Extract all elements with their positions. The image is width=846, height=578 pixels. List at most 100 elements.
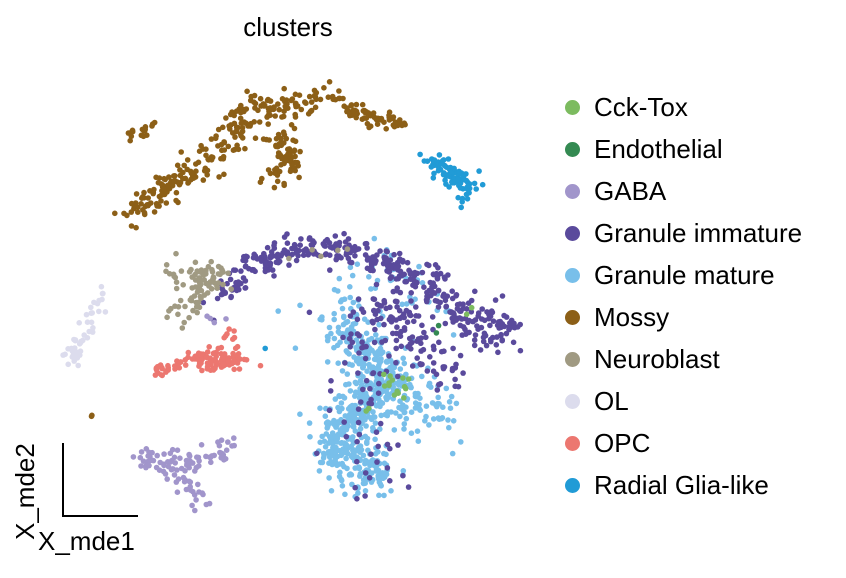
- point-mossy: [215, 126, 222, 133]
- point-granule-immature: [397, 256, 403, 262]
- point-mossy: [307, 108, 314, 115]
- point-granule-mature: [345, 414, 352, 420]
- legend-marker: [565, 310, 580, 326]
- point-granule-immature: [401, 271, 408, 278]
- point-opc: [204, 360, 211, 366]
- point-granule-mature: [414, 428, 421, 435]
- point-granule-mature: [331, 316, 338, 323]
- point-granule-mature: [372, 420, 379, 426]
- point-granule-immature: [371, 296, 378, 303]
- point-granule-immature: [517, 321, 523, 328]
- point-granule-immature: [435, 265, 441, 271]
- legend-marker: [565, 225, 580, 241]
- point-granule-immature: [371, 339, 378, 346]
- point-neuroblast: [188, 297, 195, 304]
- point-granule-mature: [446, 399, 453, 405]
- point-granule-immature: [276, 258, 283, 265]
- point-granule-mature: [341, 441, 348, 447]
- point-granule-immature: [284, 240, 291, 246]
- point-mossy: [272, 113, 279, 119]
- point-granule-mature: [339, 483, 346, 489]
- point-granule-immature: [510, 339, 517, 346]
- point-granule-mature: [450, 332, 457, 338]
- point-granule-mature: [339, 368, 346, 374]
- point-mossy: [383, 126, 390, 132]
- point-mossy: [298, 106, 305, 113]
- point-granule-immature: [374, 459, 380, 465]
- point-granule-immature: [354, 438, 360, 445]
- point-granule-mature: [326, 434, 333, 440]
- point-granule-immature: [407, 341, 414, 347]
- point-granule-immature: [392, 298, 399, 305]
- point-radial-glia-like: [439, 161, 445, 167]
- point-granule-immature: [508, 317, 515, 324]
- point-granule-mature: [347, 294, 354, 301]
- point-granule-mature: [339, 305, 346, 312]
- point-granule-mature: [419, 373, 425, 380]
- point-mossy: [141, 211, 148, 218]
- point-granule-immature: [326, 407, 333, 414]
- point-granule-mature: [346, 361, 353, 368]
- point-granule-mature: [403, 301, 410, 307]
- point-granule-immature: [501, 312, 507, 319]
- point-granule-mature: [331, 417, 337, 424]
- legend-item-radial-glia-like: Radial Glia-like: [562, 465, 802, 507]
- point-granule-mature: [371, 356, 378, 363]
- point-mossy: [252, 135, 259, 141]
- point-radial-glia-like: [455, 176, 461, 183]
- point-granule-immature: [305, 252, 312, 258]
- point-mossy: [325, 94, 332, 100]
- point-granule-immature: [449, 288, 456, 295]
- point-mossy: [216, 174, 222, 180]
- point-granule-immature: [347, 344, 354, 350]
- point-opc: [185, 349, 192, 356]
- point-neuroblast: [208, 286, 215, 292]
- point-granule-immature: [432, 297, 439, 304]
- point-neuroblast: [186, 269, 193, 275]
- point-mossy: [292, 153, 298, 160]
- point-mossy: [161, 186, 167, 192]
- point-granule-immature: [364, 245, 370, 251]
- point-mossy: [223, 115, 229, 121]
- point-gaba: [174, 447, 181, 454]
- axis-arrows: [62, 443, 138, 517]
- point-ol: [99, 290, 106, 297]
- point-ol: [69, 354, 76, 360]
- point-radial-glia-like: [476, 168, 482, 174]
- point-granule-immature: [412, 269, 418, 276]
- point-granule-immature: [415, 313, 422, 319]
- point-mossy: [281, 180, 287, 187]
- point-mossy: [208, 136, 215, 142]
- point-granule-immature: [352, 484, 359, 491]
- point-granule-mature: [325, 449, 332, 455]
- point-granule-immature: [474, 323, 480, 329]
- point-granule-immature: [274, 254, 281, 260]
- point-granule-immature: [281, 234, 288, 240]
- point-granule-mature: [435, 394, 442, 401]
- point-gaba: [186, 478, 192, 485]
- point-granule-immature: [368, 264, 375, 270]
- point-mossy: [260, 136, 267, 142]
- point-mossy: [178, 149, 184, 155]
- point-neuroblast: [178, 268, 185, 274]
- point-mossy: [237, 131, 244, 137]
- point-radial-glia-like: [417, 151, 423, 158]
- point-granule-mature: [370, 414, 377, 420]
- point-neuroblast: [214, 285, 220, 292]
- point-granule-mature: [322, 444, 329, 450]
- point-mossy: [267, 107, 274, 113]
- point-granule-immature: [354, 496, 360, 502]
- point-granule-mature: [365, 414, 372, 420]
- point-granule-immature: [355, 370, 361, 376]
- point-granule-mature: [350, 299, 357, 306]
- point-granule-mature: [328, 330, 334, 337]
- point-granule-mature: [324, 425, 331, 431]
- point-ol: [88, 319, 95, 326]
- point-neuroblast: [200, 272, 207, 279]
- point-granule-immature: [384, 465, 391, 471]
- point-opc: [237, 356, 243, 362]
- point-mossy: [225, 143, 232, 150]
- point-granule-mature: [376, 321, 382, 328]
- point-granule-immature: [460, 301, 466, 308]
